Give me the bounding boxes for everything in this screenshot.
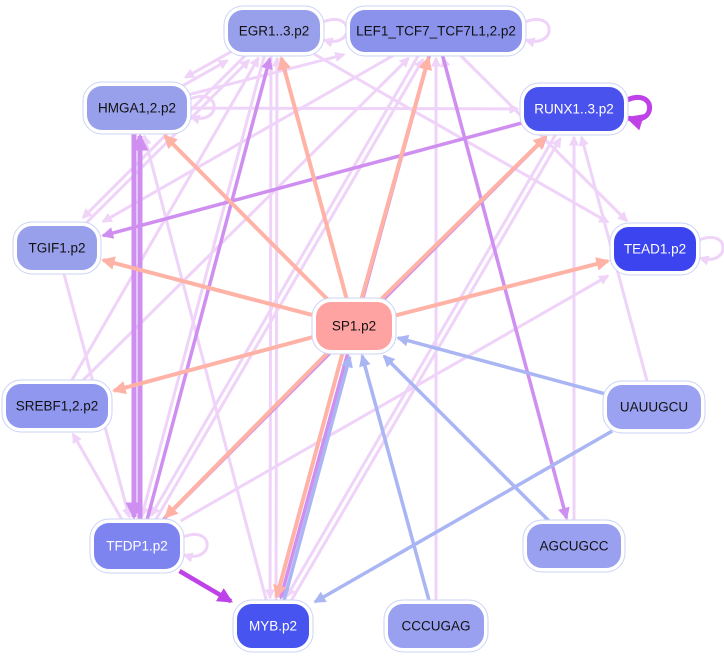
node-label: CCCUGAG	[401, 619, 470, 634]
edge-TFDP-MYB	[178, 569, 233, 604]
node-label: HMGA1,2.p2	[98, 101, 176, 116]
node-box	[87, 86, 187, 130]
edge-UAU-SP1	[396, 334, 606, 396]
node-box	[388, 604, 484, 648]
node-label: MYB.p2	[249, 619, 297, 634]
node-label: TGIF1.p2	[28, 241, 85, 256]
self-loop-LEF	[524, 18, 551, 48]
node-RUNX[interactable]: RUNX1..3.p2	[519, 82, 629, 136]
node-EGR[interactable]: EGR1..3.p2	[223, 5, 325, 57]
node-AGC[interactable]: AGCUGCC	[522, 519, 626, 573]
edge-SP1-TFDP	[164, 350, 330, 519]
edge-SP1-TGIF	[101, 256, 315, 318]
nodes-layer: EGR1..3.p2 LEF1_TCF7_TCF7L1,2.p2HMGA1,2.p…	[1, 5, 706, 653]
edge-MYB-EGR	[271, 56, 283, 603]
edge-RUNX-MYB	[285, 130, 559, 598]
node-box	[237, 604, 309, 648]
node-HMGA[interactable]: HMGA1,2.p2	[82, 81, 192, 135]
node-box	[524, 87, 624, 131]
self-loop-HMGA	[189, 95, 216, 125]
edge-HMGA-EGR	[180, 59, 229, 88]
edge-TFDP-LEF	[152, 58, 425, 524]
edge-MYB-HMGA	[141, 134, 269, 603]
edge-CCC-SP1	[359, 354, 432, 603]
node-UAU[interactable]: UAUUGCU	[602, 380, 706, 434]
edge-EGR-MYB	[264, 53, 276, 600]
node-MYB[interactable]: MYB.p2	[232, 599, 314, 653]
edge-TFDP-EGR	[144, 57, 273, 523]
node-label: RUNX1..3.p2	[534, 102, 614, 117]
edge-EGR-HMGA	[184, 50, 233, 79]
node-box	[527, 524, 621, 568]
node-TEAD[interactable]: TEAD1.p2	[609, 222, 701, 276]
node-box	[228, 10, 320, 52]
node-label: LEF1_TCF7_TCF7L1,2.p2	[356, 24, 516, 39]
edge-TFDP-SREBF	[71, 432, 125, 522]
node-SREBF[interactable]: SREBF1,2.p2	[1, 379, 113, 433]
node-label: AGCUGCC	[539, 539, 608, 554]
node-label: SP1.p2	[332, 319, 376, 334]
self-loop-EGR	[322, 18, 349, 48]
edge-SP1-TEAD	[393, 257, 610, 318]
edge-UAU-MYB	[313, 429, 614, 604]
node-label: SREBF1,2.p2	[16, 399, 99, 414]
edge-SP1-MYB	[273, 350, 346, 599]
node-TFDP[interactable]: TFDP1.p2	[89, 518, 185, 574]
node-box	[17, 226, 97, 270]
node-label: UAUUGCU	[620, 400, 688, 415]
edge-AGC-SP1	[382, 354, 552, 524]
node-TGIF[interactable]: TGIF1.p2	[12, 221, 102, 275]
node-CCC[interactable]: CCCUGAG	[383, 599, 489, 653]
node-box	[350, 10, 522, 52]
node-label: EGR1..3.p2	[239, 24, 310, 39]
self-loop-RUNX	[625, 95, 652, 131]
node-LEF[interactable]: LEF1_TCF7_TCF7L1,2.p2	[345, 5, 527, 57]
node-box	[316, 302, 392, 350]
edge-SP1-EGR	[277, 56, 349, 301]
edge-HMGA-RUNX	[188, 103, 520, 114]
node-label: TEAD1.p2	[624, 242, 686, 257]
node-box	[614, 227, 696, 271]
edge-SP1-HMGA	[163, 134, 330, 302]
edge-LEF-TFDP	[149, 51, 422, 517]
edge-SP1-SREBF	[112, 334, 315, 395]
edges-layer	[61, 50, 650, 605]
edge-MYB-SP1	[281, 355, 353, 604]
edge-TFDP-TEAD	[179, 274, 610, 523]
edge-SP1-RUNX	[378, 135, 548, 302]
node-label: TFDP1.p2	[106, 539, 168, 554]
edge-MYB-RUNX	[288, 137, 562, 605]
node-box	[6, 384, 108, 428]
node-box	[94, 523, 180, 569]
edge-SP1-LEF	[359, 56, 432, 301]
node-box	[607, 385, 701, 429]
node-SP1[interactable]: SP1.p2	[311, 297, 397, 355]
self-loop-TEAD	[698, 236, 724, 266]
self-loop-TFDP	[182, 533, 209, 563]
